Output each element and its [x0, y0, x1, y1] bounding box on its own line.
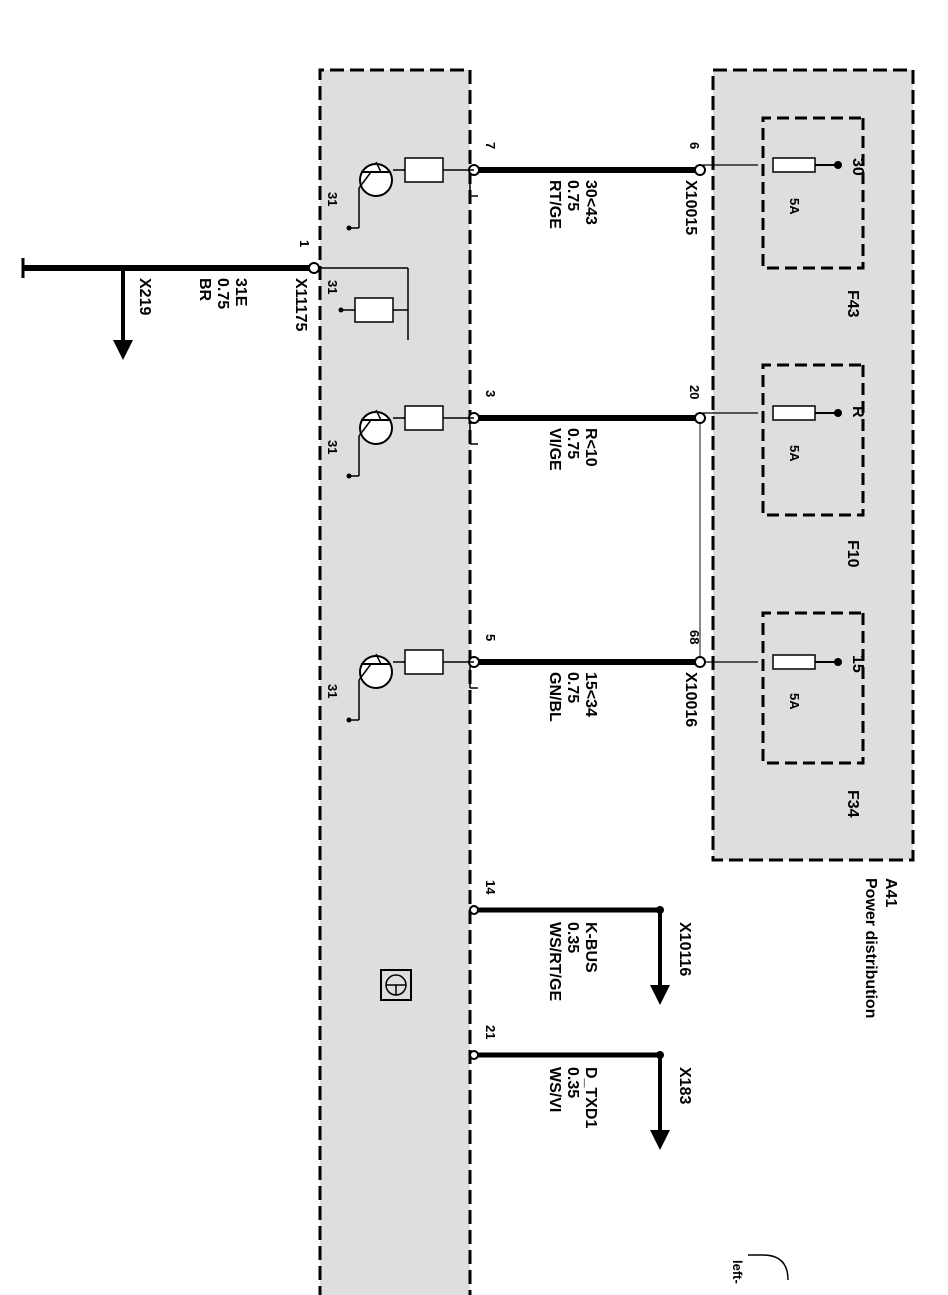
bus-d-txd1-gauge: 0.35 — [564, 1067, 581, 1098]
wire-15-34-pd-pin-number: 68 — [687, 630, 702, 644]
connector-x10016: X10016 — [682, 672, 699, 727]
fuse-f43-rating: 5A — [787, 198, 802, 215]
wire-r-10-pd-pin-number: 20 — [687, 385, 702, 399]
bus-k-bus-module-pin — [469, 905, 479, 915]
ground-wire-module-pin — [308, 262, 320, 274]
wire-15-34-color: GN/BL — [546, 672, 563, 722]
fuse-f10-terminal: R — [849, 406, 866, 418]
wire-r-10-color: VI/GE — [546, 428, 563, 471]
power-distribution-id: A41 — [882, 878, 899, 907]
ground-resistor-dot — [338, 307, 344, 313]
wire-30-43-pd-pin — [694, 164, 706, 176]
fuse-f43-terminal-dot — [834, 161, 842, 169]
wire-r-10-pd-pin — [694, 412, 706, 424]
ground-branch-target: X219 — [136, 278, 153, 315]
fuse-f43[interactable]: 30 5A F43 — [703, 116, 866, 318]
fuse-f43-frame — [761, 116, 865, 270]
power-distribution-label: Power distribution — [862, 878, 879, 1018]
wire-30-43-module-pin-number: 7 — [483, 142, 498, 149]
bus-d-txd1-module-pin — [469, 1050, 479, 1060]
module-symbol-icon — [380, 969, 412, 1001]
transistor-1-ground-label: 31 — [325, 192, 340, 206]
wire-30-43-signal: 30<43 — [582, 180, 599, 225]
bus-d-txd1-color: WS/VI — [546, 1067, 563, 1112]
bus-k-bus[interactable]: 14 K-BUS 0.35 WS/RT/GE X10116 — [469, 880, 693, 1005]
wire-15-34-signal: 15<34 — [582, 672, 599, 717]
bus-k-bus-target: X10116 — [676, 922, 693, 976]
ground-wire-gauge: 0.75 — [214, 278, 231, 309]
fuse-f43-name: F43 — [844, 290, 861, 318]
power-distribution-box — [711, 68, 915, 862]
transistor-2-ground-label: 31 — [325, 440, 340, 454]
wire-15-34-module-pin-number: 5 — [483, 634, 498, 641]
wire-r-10-signal: R<10 — [582, 428, 599, 467]
wire-30-43-color: RT/GE — [546, 180, 563, 229]
fuse-f10-rating: 5A — [787, 445, 802, 462]
fuse-f34-rating: 5A — [787, 693, 802, 710]
wire-r-10-gauge: 0.75 — [564, 428, 581, 459]
fuse-f10-frame — [761, 363, 865, 517]
ground-branch-arrow-icon — [113, 340, 133, 360]
fuse-f34-frame — [761, 611, 865, 765]
bus-d-txd1-pin-number: 21 — [483, 1025, 498, 1039]
bus-d-txd1[interactable]: 21 D_TXD1 0.35 WS/VI X183 — [469, 1025, 693, 1150]
ground-wire-pin-number: 1 — [297, 240, 312, 247]
ground-terminal-label: 31 — [325, 280, 340, 294]
wire-r-10-module-pin-number: 3 — [483, 390, 498, 397]
fuse-f34[interactable]: 15 5A F34 — [703, 611, 866, 818]
transistor-driver-3: 31 — [325, 649, 478, 723]
fuse-f34-element — [772, 654, 816, 670]
wire-15-34[interactable]: 68 X10016 15<34 0.75 GN/BL 5 — [468, 630, 706, 727]
fuse-f10-name: F10 — [844, 540, 861, 568]
bus-k-bus-pin-number: 14 — [483, 880, 498, 895]
fuse-f10-terminal-dot — [834, 409, 842, 417]
fuse-f34-name: F34 — [844, 790, 861, 818]
wire-15-34-pd-pin — [694, 656, 706, 668]
fuse-f34-terminal: 15 — [849, 655, 866, 673]
wire-30-43-gauge: 0.75 — [564, 180, 581, 211]
bus-d-txd1-target: X183 — [676, 1067, 693, 1104]
fuse-f10-element — [772, 405, 816, 421]
wire-r-10[interactable]: 20 R<10 0.75 VI/GE 3 — [468, 385, 706, 471]
ground-wire-connector: X11175 — [292, 278, 309, 332]
ground-wire-31e[interactable]: 1 X11175 31E 0.75 BR X219 31 — [21, 240, 409, 360]
bus-k-bus-signal: K-BUS — [582, 922, 599, 973]
bus-k-bus-arrow-icon — [650, 985, 670, 1005]
module-box — [318, 68, 472, 1295]
bus-d-txd1-signal: D_TXD1 — [582, 1067, 599, 1128]
connector-x10015-a: X10015 — [682, 180, 699, 235]
transistor-driver-2: 31 — [325, 405, 478, 479]
ground-wire-color: BR — [196, 278, 213, 302]
transistor-3-ground-label: 31 — [325, 684, 340, 698]
transistor-driver-1: 31 — [325, 157, 478, 231]
wire-30-43-pd-pin-number: 6 — [687, 142, 702, 149]
bus-k-bus-gauge: 0.35 — [564, 922, 581, 953]
bus-d-txd1-arrow-icon — [650, 1130, 670, 1150]
ground-resistor — [354, 297, 394, 323]
wire-15-34-gauge: 0.75 — [564, 672, 581, 703]
fuse-f43-terminal: 30 — [849, 158, 866, 176]
fuse-f43-element — [772, 157, 816, 173]
fuse-f34-terminal-dot — [834, 658, 842, 666]
fuse-f10[interactable]: R 5A F10 — [703, 363, 866, 568]
bus-k-bus-color: WS/RT/GE — [546, 922, 563, 1001]
corner-bracket — [748, 1254, 789, 1281]
corner-note: left- — [730, 1260, 745, 1284]
ground-wire-signal: 31E — [232, 278, 249, 307]
wire-30-43[interactable]: 6 X10015 30<43 0.75 RT/GE 7 — [468, 142, 706, 235]
